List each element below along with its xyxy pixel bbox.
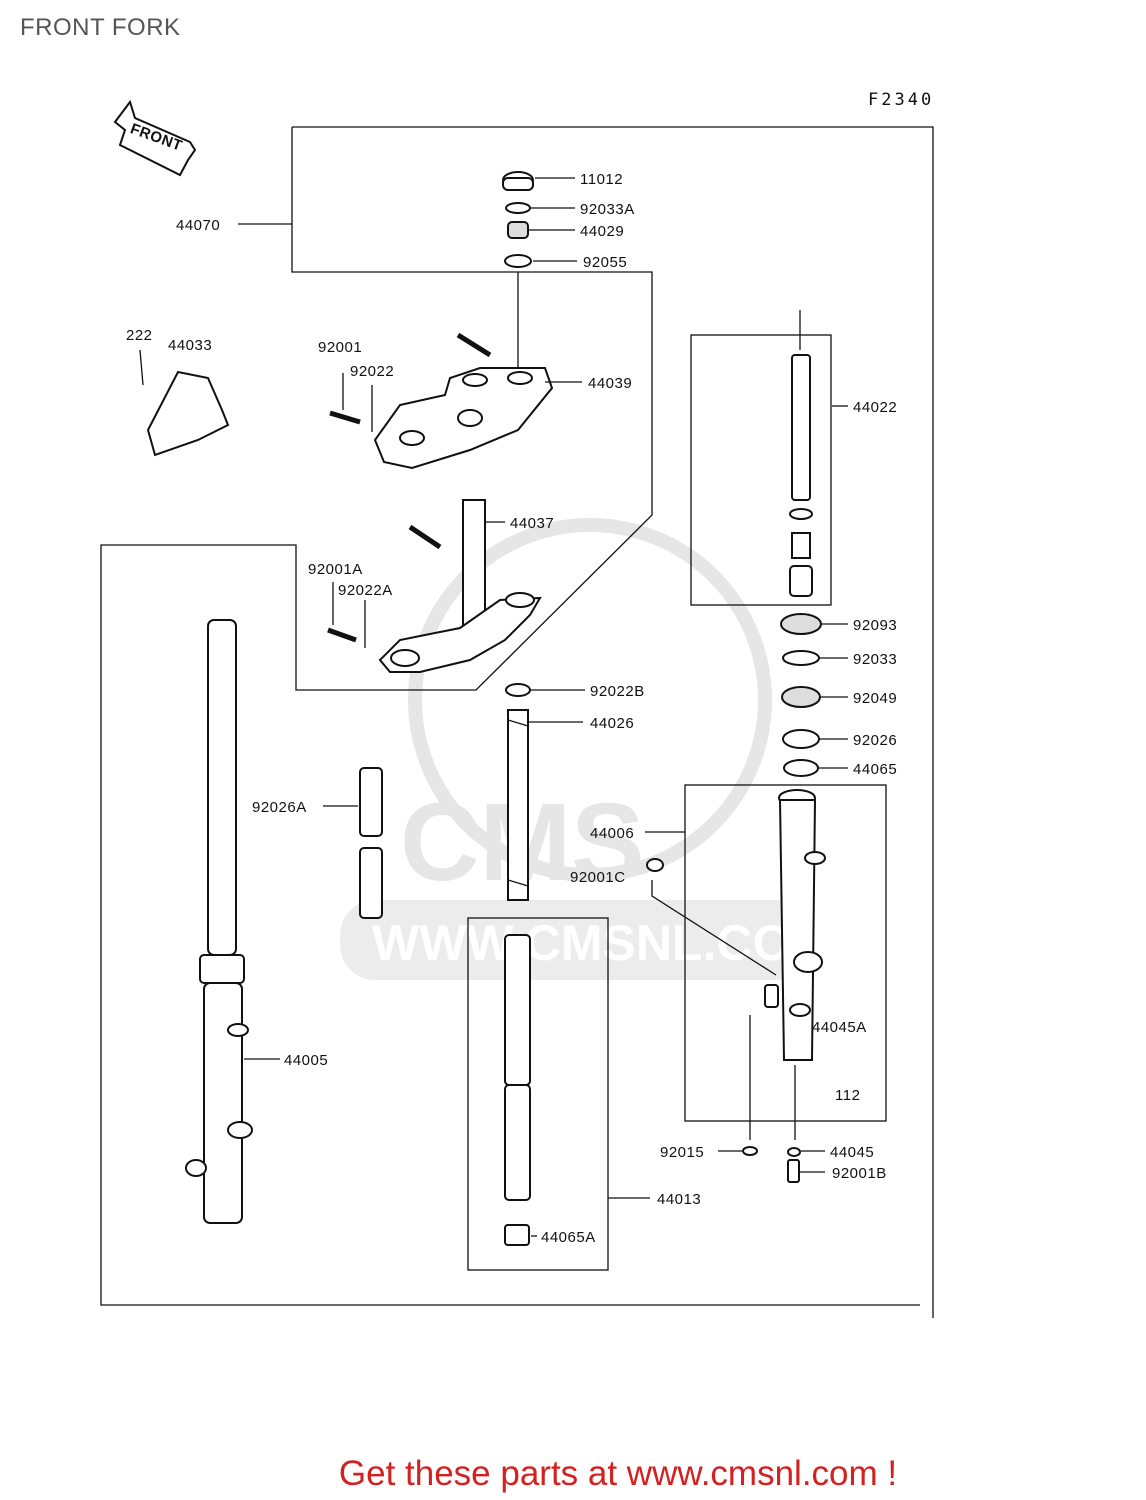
part-label-44065: 44065	[853, 761, 897, 778]
cap-bolt-11012-icon	[502, 171, 534, 191]
part-label-92001c: 92001C	[570, 869, 626, 886]
upper-bracket-44039-icon	[329, 332, 554, 470]
washer-92022b-icon	[505, 683, 531, 697]
part-label-92049: 92049	[853, 690, 897, 707]
part-label-92026: 92026	[853, 732, 897, 749]
part-label-112: 112	[835, 1087, 860, 1104]
part-label-92022: 92022	[350, 363, 394, 380]
part-label-44070: 44070	[176, 217, 220, 234]
part-label-92001: 92001	[318, 339, 362, 356]
part-label-92001a: 92001A	[308, 561, 363, 578]
part-label-44045: 44045	[830, 1144, 874, 1161]
part-label-92022b: 92022B	[590, 683, 645, 700]
part-label-44045a: 44045A	[812, 1019, 867, 1036]
bolt-92001b-icon	[787, 1159, 800, 1183]
part-label-92015: 92015	[660, 1144, 704, 1161]
part-label-92022a: 92022A	[338, 582, 393, 599]
cta-text[interactable]: Get these parts at www.cmsnl.com !	[338, 1454, 898, 1493]
tube-44013-icon	[504, 934, 531, 1246]
washer-92015-icon	[742, 1146, 758, 1156]
watermark-url: WWW.CMSNL.COM	[372, 915, 833, 971]
part-label-11012: 11012	[580, 171, 623, 188]
washer-44045-icon	[787, 1147, 801, 1157]
leader-lines	[238, 177, 848, 1237]
part-label-92055: 92055	[583, 254, 627, 271]
oring-92033a-icon	[505, 202, 531, 214]
boundary-lines	[100, 126, 934, 1318]
part-label-92093: 92093	[853, 617, 897, 634]
spring-44026-icon	[507, 709, 529, 901]
cta-link[interactable]: Get these parts at www.cmsnl.com !	[0, 1454, 1146, 1494]
part-label-92026a: 92026A	[252, 799, 307, 816]
fork-leg-44005-icon	[185, 619, 253, 1224]
part-label-44005: 44005	[284, 1052, 328, 1069]
nut-44029-icon	[507, 221, 529, 239]
part-label-44022: 44022	[853, 399, 897, 416]
cmsnl-watermark: CMS WWW.CMSNL.COM	[340, 518, 833, 980]
part-labels: 11012 92033A 44029 92055 44070 222 44033…	[126, 171, 897, 1246]
page-title: FRONT FORK	[20, 14, 181, 41]
seal-92093-icon	[780, 613, 822, 635]
part-label-44006: 44006	[590, 825, 634, 842]
part-label-44037: 44037	[510, 515, 554, 532]
part-label-44039: 44039	[588, 375, 632, 392]
bracket-44033-icon	[139, 349, 230, 457]
front-arrow-icon: FRONT	[113, 99, 197, 177]
spacer-92026a-icon	[359, 767, 383, 919]
part-label-92001b: 92001B	[832, 1165, 887, 1182]
part-label-44065a: 44065A	[541, 1229, 596, 1246]
part-label-44029: 44029	[580, 223, 624, 240]
part-label-44026: 44026	[590, 715, 634, 732]
seal-92049-icon	[781, 686, 821, 708]
diagram-code: F2340	[868, 90, 935, 110]
part-label-92033a: 92033A	[580, 201, 635, 218]
stem-44037-icon	[327, 499, 542, 673]
fork-leg-44006-icon	[646, 789, 826, 1140]
part-label-92033: 92033	[853, 651, 897, 668]
bushing-44065-icon	[783, 759, 819, 777]
cylinder-44022-icon	[789, 310, 813, 597]
clip-92033-icon	[782, 650, 820, 666]
part-label-44013: 44013	[657, 1191, 701, 1208]
part-label-44033: 44033	[168, 337, 212, 354]
washer-92026-icon	[782, 729, 820, 749]
part-label-222: 222	[126, 327, 153, 344]
oring-92055-icon	[504, 254, 532, 268]
